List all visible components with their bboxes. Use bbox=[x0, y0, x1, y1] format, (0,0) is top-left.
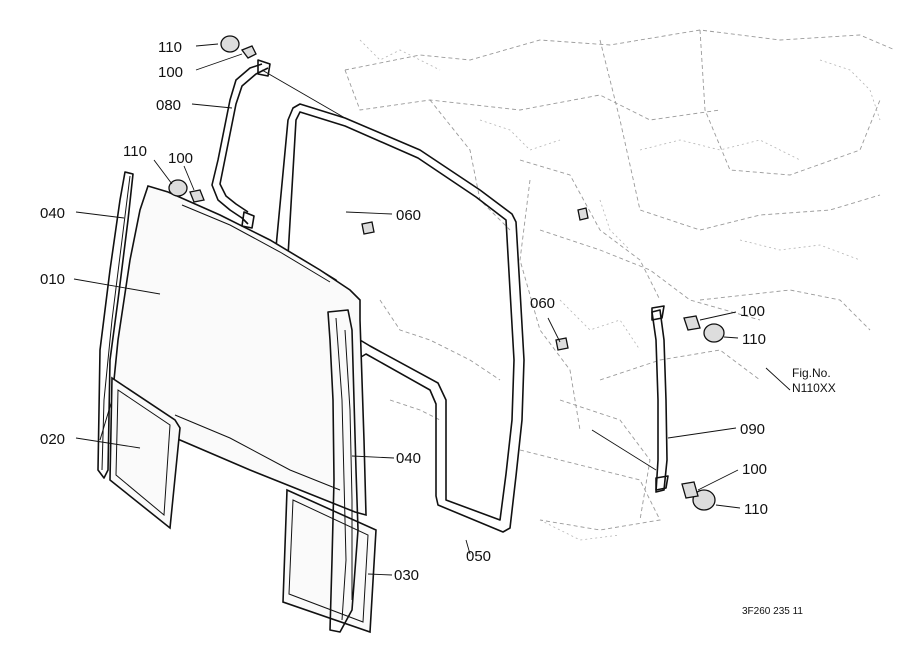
stay-bar-080 bbox=[211, 59, 271, 229]
figure-number: N110XX bbox=[792, 381, 836, 395]
callout-010: 010 bbox=[40, 271, 65, 288]
hardware bbox=[168, 35, 725, 511]
clip-060-lower bbox=[555, 337, 569, 351]
clip-060-frame bbox=[577, 207, 589, 221]
leader-lines bbox=[73, 43, 791, 576]
callout-110-right-upper: 110 bbox=[742, 331, 766, 348]
drawing-code: 3F260 235 11 bbox=[742, 606, 803, 617]
callout-100-right-lower: 100 bbox=[742, 461, 767, 478]
callout-080: 080 bbox=[156, 97, 181, 114]
callout-030: 030 bbox=[394, 567, 419, 584]
callout-040-left: 040 bbox=[40, 205, 65, 222]
bolt-100-right-lower bbox=[681, 481, 699, 499]
clip-060-upper bbox=[361, 221, 375, 235]
callout-050: 050 bbox=[466, 548, 491, 565]
stay-bar-090 bbox=[651, 305, 669, 493]
cap-110-top bbox=[220, 35, 240, 53]
cap-110-right-upper bbox=[703, 323, 725, 343]
cap-110-right-lower bbox=[692, 489, 716, 511]
bolt-100-left bbox=[189, 189, 205, 203]
callout-110-top: 110 bbox=[158, 39, 182, 56]
callout-100-right-upper: 100 bbox=[740, 303, 765, 320]
callout-110-left: 110 bbox=[123, 143, 147, 160]
cap-110-left bbox=[168, 179, 188, 197]
callout-100-left: 100 bbox=[168, 150, 193, 167]
cab-frame-background bbox=[344, 29, 896, 541]
seal-strip-040-right bbox=[327, 309, 359, 633]
lower-glass-020 bbox=[109, 376, 181, 530]
callout-040-right: 040 bbox=[396, 450, 421, 467]
bolt-100-right-upper bbox=[683, 315, 701, 331]
callout-060-upper: 060 bbox=[396, 207, 421, 224]
seal-strip-040-left bbox=[97, 171, 134, 479]
callout-110-right-lower: 110 bbox=[744, 501, 768, 518]
callout-090: 090 bbox=[740, 421, 765, 438]
callout-020: 020 bbox=[40, 431, 65, 448]
bolt-100-top bbox=[240, 45, 257, 59]
figure-label: Fig.No. bbox=[792, 366, 831, 380]
callout-labels: 110 100 080 110 100 040 010 060 060 020 … bbox=[40, 39, 836, 617]
callout-060-lower: 060 bbox=[530, 295, 555, 312]
callout-100-top: 100 bbox=[158, 64, 183, 81]
